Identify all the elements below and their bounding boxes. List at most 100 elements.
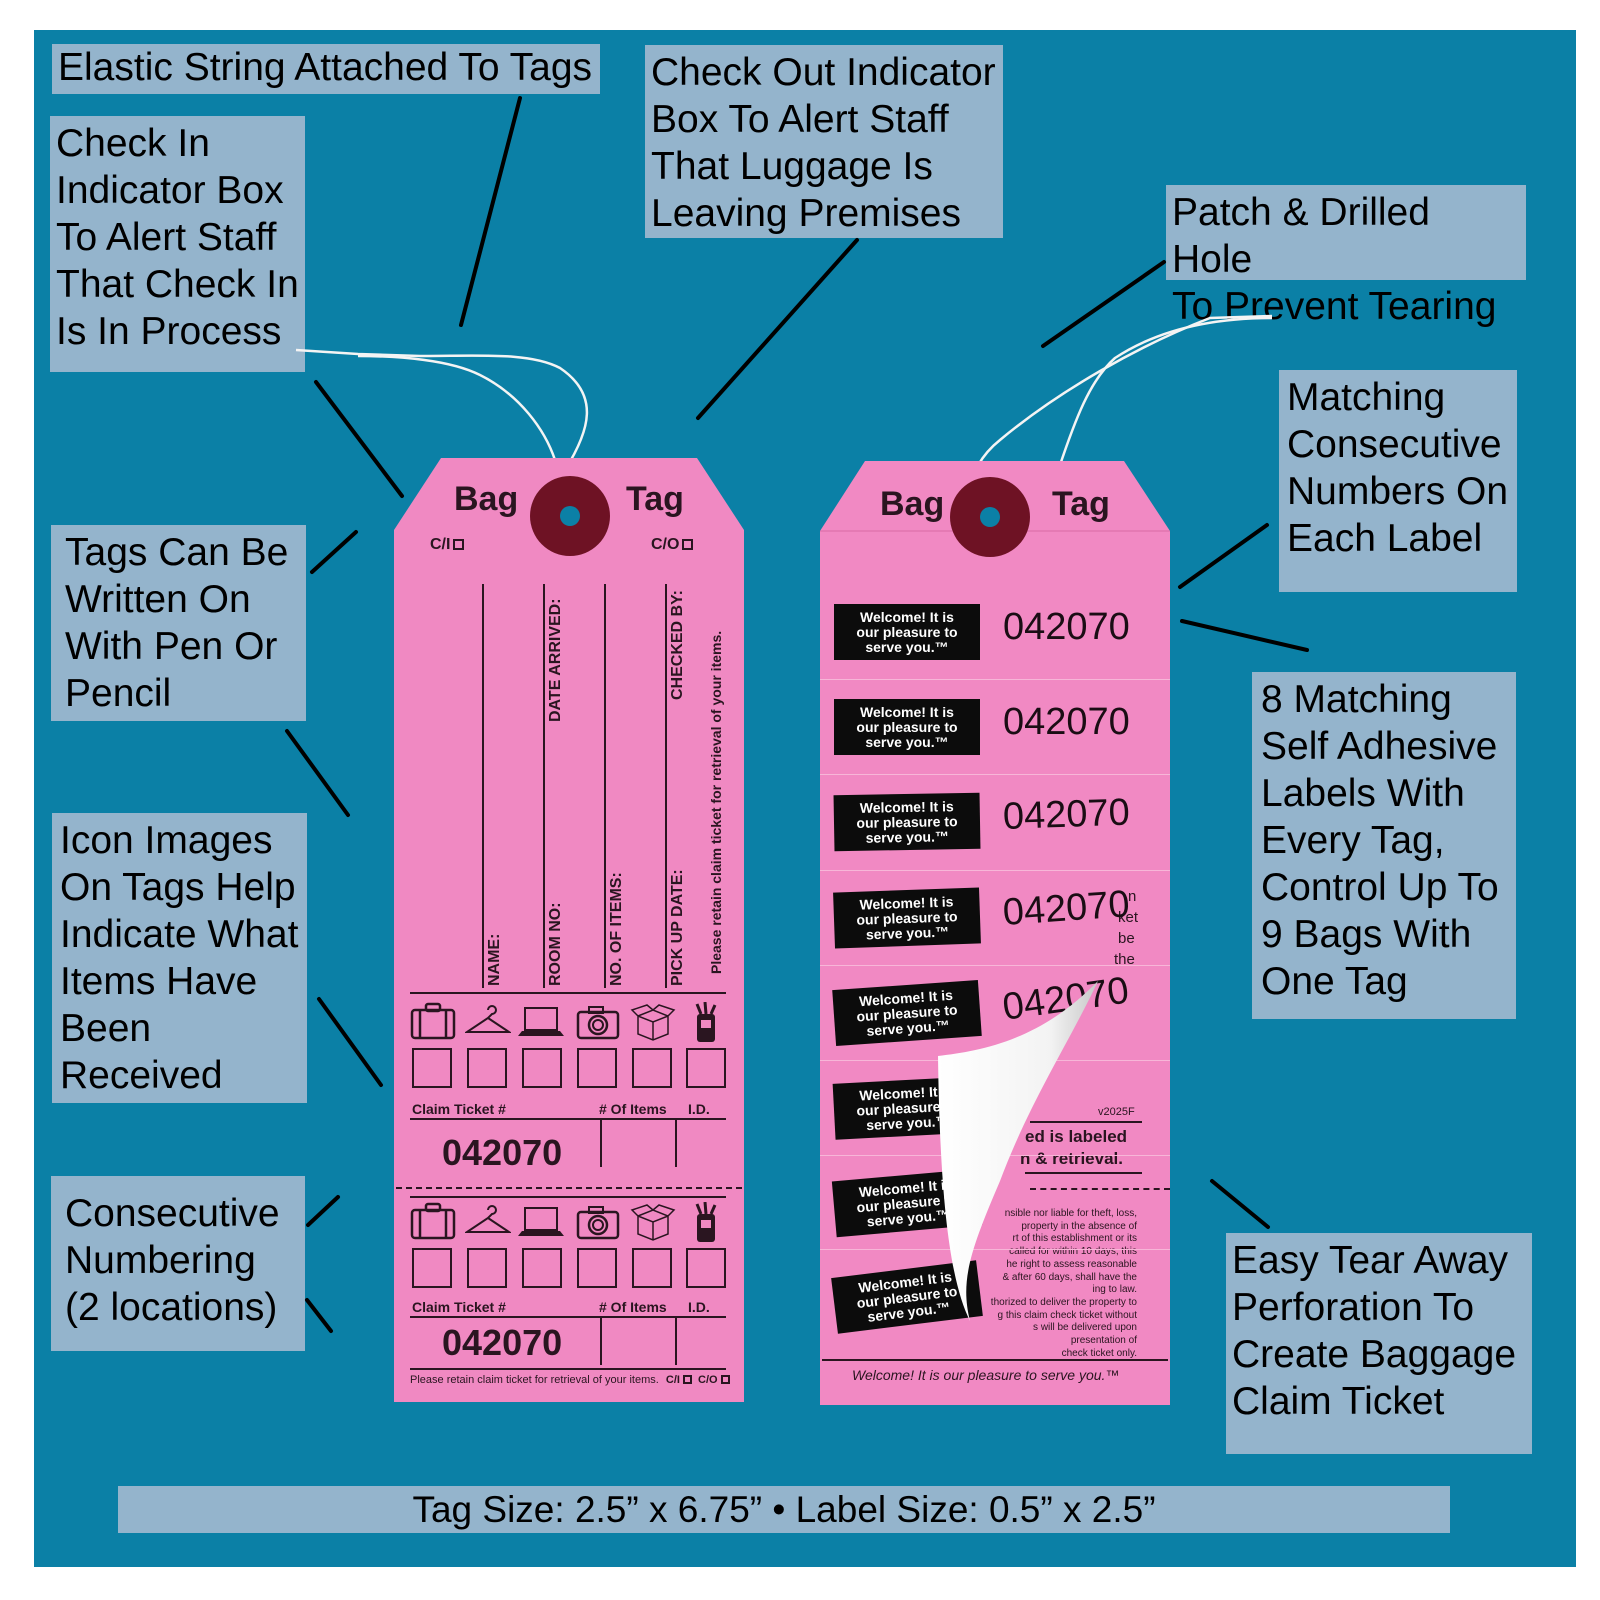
size-footer: Tag Size: 2.5” x 6.75” • Label Size: 0.5… <box>118 1486 1450 1533</box>
disclaimer-line: property in the absence of <box>1021 1220 1137 1232</box>
hanger-icon <box>465 1005 511 1033</box>
stub-checkbox-hanger[interactable] <box>467 1248 507 1288</box>
label-separator <box>820 774 1170 775</box>
stub-col-divider <box>600 1317 602 1365</box>
callout-matching-numbers: Matching Consecutive Numbers On Each Lab… <box>1279 370 1517 592</box>
adhesive-label-number: 042070 <box>1003 606 1130 648</box>
stub-divider <box>410 1196 726 1198</box>
disclaimer-line: ing to law. <box>1092 1284 1137 1296</box>
callout-consecutive: Consecutive Numbering (2 locations) <box>51 1176 305 1351</box>
item-checkbox-laptop[interactable] <box>522 1048 562 1088</box>
field-room-no[interactable]: ROOM NO: <box>547 902 564 986</box>
retain-note-vertical: Please retain claim ticket for retrieval… <box>708 630 724 974</box>
box-icon <box>630 1004 676 1041</box>
field-divider <box>482 584 484 988</box>
callout-check-in: Check In Indicator Box To Alert Staff Th… <box>50 116 305 372</box>
front-tag-shape <box>394 458 744 1402</box>
stub-co-label: C/O <box>698 1374 718 1386</box>
disclaimer-line: check ticket only. <box>1061 1347 1137 1359</box>
stub-checkbox-box[interactable] <box>632 1248 672 1288</box>
label-separator <box>820 965 1170 966</box>
claim-col-divider <box>675 1119 677 1167</box>
camera-icon <box>576 1206 620 1240</box>
stub-claim-ticket-label: Claim Ticket # <box>412 1299 506 1315</box>
disclaimer-line: g this claim check ticket without <box>997 1309 1138 1321</box>
stub-ci-checkbox[interactable] <box>682 1375 692 1384</box>
back-divider <box>1025 1172 1142 1174</box>
field-divider <box>604 584 606 988</box>
field-date-arrived[interactable]: DATE ARRIVED: <box>547 598 564 722</box>
version-code: v2025F <box>1098 1106 1135 1118</box>
callout-patch-hole: Patch & Drilled Hole To Prevent Tearing <box>1166 185 1526 328</box>
stub-co-checkbox[interactable] <box>720 1375 730 1384</box>
claim-divider <box>410 1118 726 1120</box>
stub-id-label: I.D. <box>688 1299 710 1315</box>
stub-checkbox-golf[interactable] <box>686 1248 726 1288</box>
disclaimer-line: he right to assess reasonable <box>1006 1258 1137 1270</box>
laptop-icon <box>518 1207 564 1236</box>
peel-curl <box>938 981 1098 1321</box>
item-checkbox-luggage[interactable] <box>412 1048 452 1088</box>
field-checked-by[interactable]: CHECKED BY: <box>669 590 686 700</box>
back-tag-shape <box>820 461 1170 1405</box>
checkout-checkbox[interactable] <box>682 539 694 550</box>
field-no-of-items[interactable]: NO. OF ITEMS: <box>608 872 625 986</box>
adhesive-label-number: 042070 <box>1003 701 1130 743</box>
stub-checkbox-camera[interactable] <box>577 1248 617 1288</box>
back-divider <box>1030 1121 1142 1123</box>
callout-eight-labels: 8 Matching Self Adhesive Labels With Eve… <box>1252 672 1516 1019</box>
callout-writable: Tags Can Be Written On With Pen Or Penci… <box>51 525 306 721</box>
callout-icon-images: Icon Images On Tags Help Indicate What I… <box>52 813 307 1103</box>
back-heading-2: n & retrieval. <box>1020 1149 1123 1168</box>
field-pickup-date[interactable]: PICK UP DATE: <box>669 869 686 986</box>
disclaimer-line: called for within 10 days, this <box>1009 1246 1137 1258</box>
label-separator <box>820 1249 1170 1250</box>
perforation-line[interactable] <box>396 1187 742 1189</box>
stub-items-label: # Of Items <box>599 1299 667 1315</box>
checkin-indicator[interactable]: C/I <box>430 536 465 554</box>
front-title-bag: Bag <box>454 480 519 518</box>
checkout-label: C/O <box>651 536 680 553</box>
claim-number-stub: 042070 <box>442 1322 563 1363</box>
disclaimer-line: nsible nor liable for theft, loss, <box>1004 1208 1137 1219</box>
stub-checkbox-laptop[interactable] <box>522 1248 562 1288</box>
field-divider <box>543 584 545 988</box>
id-label: I.D. <box>688 1101 710 1117</box>
stub-footer: Please retain claim ticket for retrieval… <box>410 1374 730 1386</box>
callout-elastic-string: Elastic String Attached To Tags <box>52 44 600 94</box>
back-footer-divider <box>822 1359 1168 1361</box>
luggage-icon <box>410 1002 456 1040</box>
back-heading-1: ed is labeled <box>1025 1127 1128 1146</box>
item-checkbox-hanger[interactable] <box>467 1048 507 1088</box>
disclaimer-line: & after 60 days, shall have the <box>1002 1271 1137 1283</box>
partial-text: n ket be the <box>1114 888 1139 968</box>
checkin-label: C/I <box>430 536 451 553</box>
front-title-tag: Tag <box>626 480 684 518</box>
back-title-bag: Bag <box>880 485 945 523</box>
item-checkbox-golf[interactable] <box>686 1048 726 1088</box>
item-checkbox-camera[interactable] <box>577 1048 617 1088</box>
claim-number-upper: 042070 <box>442 1132 563 1173</box>
luggage-icon <box>410 1202 456 1240</box>
box-icon <box>630 1204 676 1241</box>
checkout-indicator[interactable]: C/O <box>651 536 694 554</box>
stub-claim-divider <box>410 1316 726 1318</box>
checkin-checkbox[interactable] <box>453 539 465 550</box>
back-perforation[interactable] <box>1030 1188 1170 1190</box>
disclaimer-line: rt of this establishment or its <box>1012 1233 1138 1245</box>
callout-check-out: Check Out Indicator Box To Alert Staff T… <box>645 45 1003 238</box>
claim-ticket-label: Claim Ticket # <box>412 1101 506 1117</box>
camera-icon <box>576 1006 620 1040</box>
item-checkbox-box[interactable] <box>632 1048 672 1088</box>
back-slogan: Welcome! It is our pleasure to serve you… <box>852 1367 1120 1383</box>
disclaimer-text: nsible nor liable for theft, loss,proper… <box>985 1208 1137 1360</box>
stub-footer-divider <box>410 1368 726 1370</box>
claim-col-divider <box>600 1119 602 1167</box>
stub-checkbox-luggage[interactable] <box>412 1248 452 1288</box>
laptop-icon <box>518 1007 564 1036</box>
stub-col-divider <box>675 1317 677 1365</box>
field-divider <box>665 584 667 988</box>
field-name[interactable]: NAME: <box>486 933 503 986</box>
